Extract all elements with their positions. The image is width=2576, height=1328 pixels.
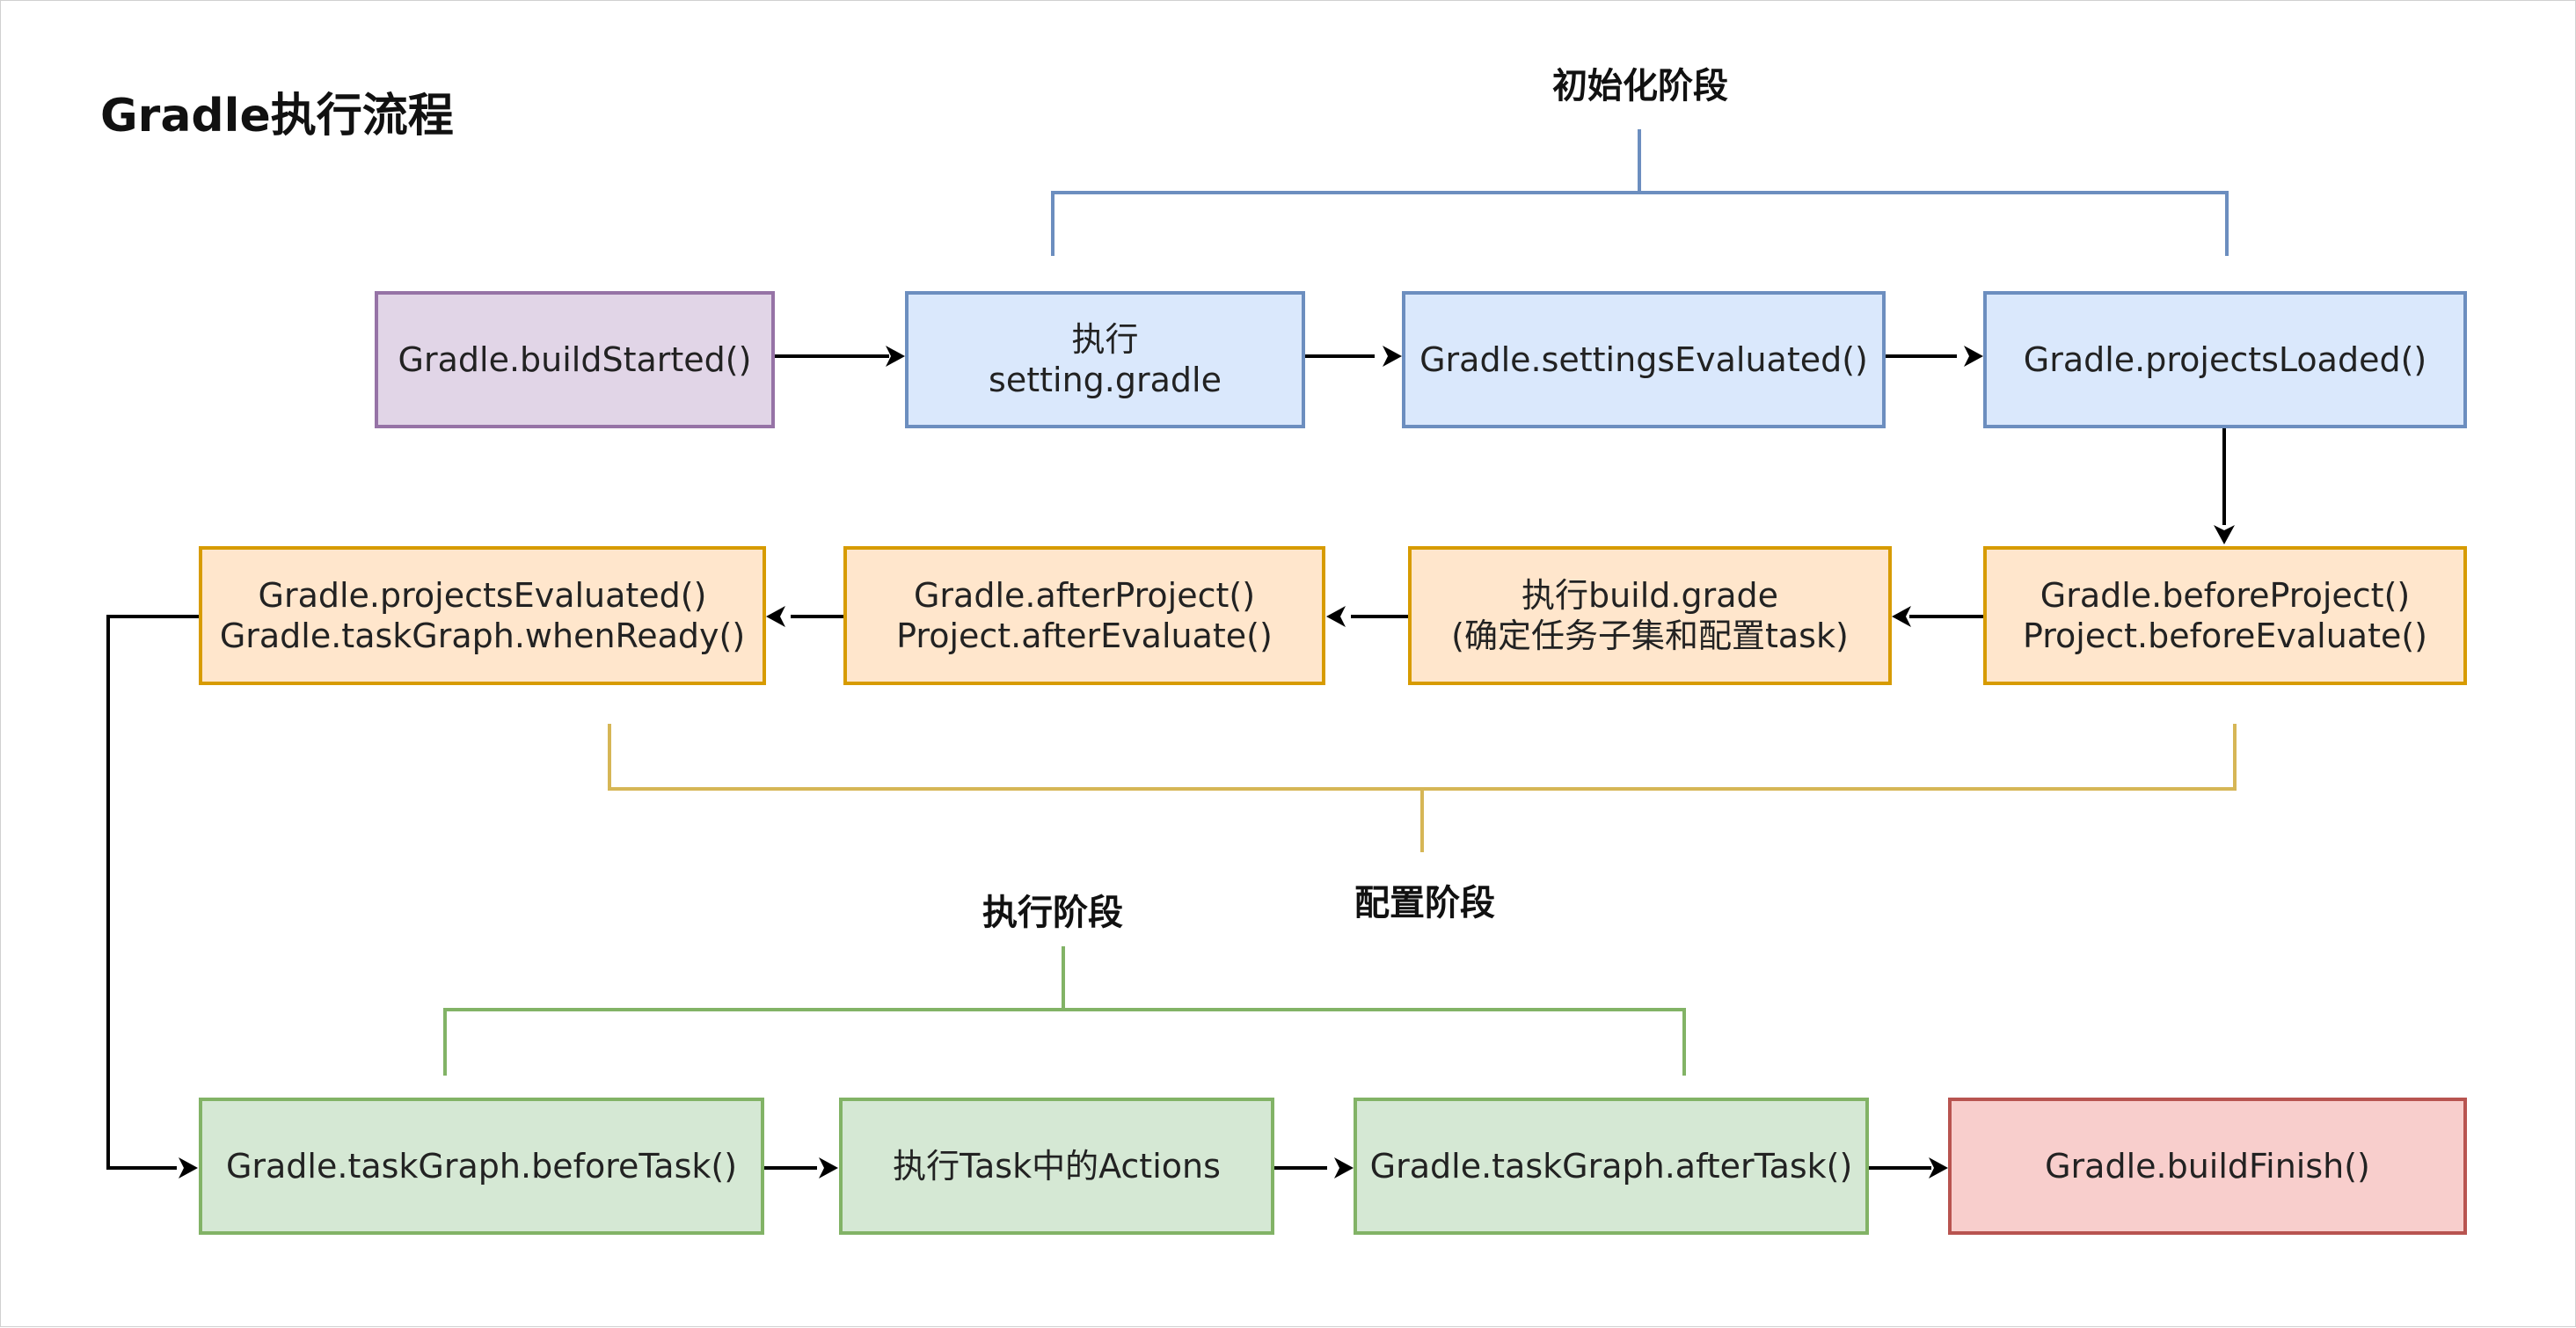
arrowhead-4 xyxy=(2214,525,2235,544)
arrowhead-6 xyxy=(1326,606,1346,627)
arrowhead-10 xyxy=(1334,1157,1354,1178)
node-before-task: Gradle.taskGraph.beforeTask() xyxy=(199,1098,764,1235)
node-text: Gradle.taskGraph.whenReady() xyxy=(219,617,746,655)
node-text: Project.beforeEvaluate() xyxy=(2022,617,2428,655)
node-projects-loaded: Gradle.projectsLoaded() xyxy=(1983,291,2467,428)
node-text: Gradle.settingsEvaluated() xyxy=(1419,340,1868,379)
config-stage-bracket xyxy=(608,724,2237,852)
node-after-project: Gradle.afterProject() Project.afterEvalu… xyxy=(843,546,1325,685)
arrowhead-3 xyxy=(1964,346,1983,367)
node-projects-evaluated: Gradle.projectsEvaluated() Gradle.taskGr… xyxy=(199,546,766,685)
node-text: Gradle.beforeProject() xyxy=(2040,576,2411,615)
node-build-finish: Gradle.buildFinish() xyxy=(1948,1098,2467,1235)
node-text: setting.gradle xyxy=(989,361,1222,399)
init-stage-bracket xyxy=(1051,129,2229,256)
init-stage-label: 初始化阶段 xyxy=(1552,66,1728,106)
node-settings-evaluated: Gradle.settingsEvaluated() xyxy=(1402,291,1886,428)
arrowhead-7 xyxy=(766,606,785,627)
arrowhead-1 xyxy=(886,346,905,367)
node-text: Gradle.buildFinish() xyxy=(2045,1147,2370,1186)
node-text: 执行Task中的Actions xyxy=(893,1147,1221,1186)
node-after-task: Gradle.taskGraph.afterTask() xyxy=(1354,1098,1869,1235)
diagram-title: Gradle执行流程 xyxy=(100,90,454,142)
node-text: Gradle.taskGraph.afterTask() xyxy=(1369,1147,1853,1186)
node-build-started: Gradle.buildStarted() xyxy=(375,291,775,428)
exec-stage-bracket xyxy=(443,946,1686,1076)
arrowhead-11 xyxy=(1929,1157,1948,1178)
node-setting-gradle: 执行 setting.gradle xyxy=(905,291,1305,428)
node-text: Gradle.taskGraph.beforeTask() xyxy=(225,1147,738,1186)
arrowhead-2 xyxy=(1383,346,1402,367)
node-text: Gradle.afterProject() xyxy=(913,576,1256,615)
exec-stage-label: 执行阶段 xyxy=(982,893,1123,933)
node-task-actions: 执行Task中的Actions xyxy=(839,1098,1274,1235)
node-text: 执行 xyxy=(1071,320,1139,359)
node-text: Gradle.projectsLoaded() xyxy=(2023,340,2427,379)
node-text: Project.afterEvaluate() xyxy=(896,617,1273,655)
node-text: (确定任务子集和配置task) xyxy=(1451,617,1849,655)
arrowhead-5 xyxy=(1892,606,1911,627)
node-build-grade: 执行build.grade (确定任务子集和配置task) xyxy=(1408,546,1892,685)
arrowhead-8 xyxy=(179,1157,198,1178)
node-before-project: Gradle.beforeProject() Project.beforeEva… xyxy=(1983,546,2467,685)
node-text: Gradle.projectsEvaluated() xyxy=(258,576,707,615)
arrowhead-9 xyxy=(819,1157,838,1178)
arrow-projects-evaluated-to-before-task xyxy=(106,615,199,1170)
config-stage-label: 配置阶段 xyxy=(1354,883,1495,923)
node-text: Gradle.buildStarted() xyxy=(398,340,752,379)
node-text: 执行build.grade xyxy=(1521,576,1779,615)
